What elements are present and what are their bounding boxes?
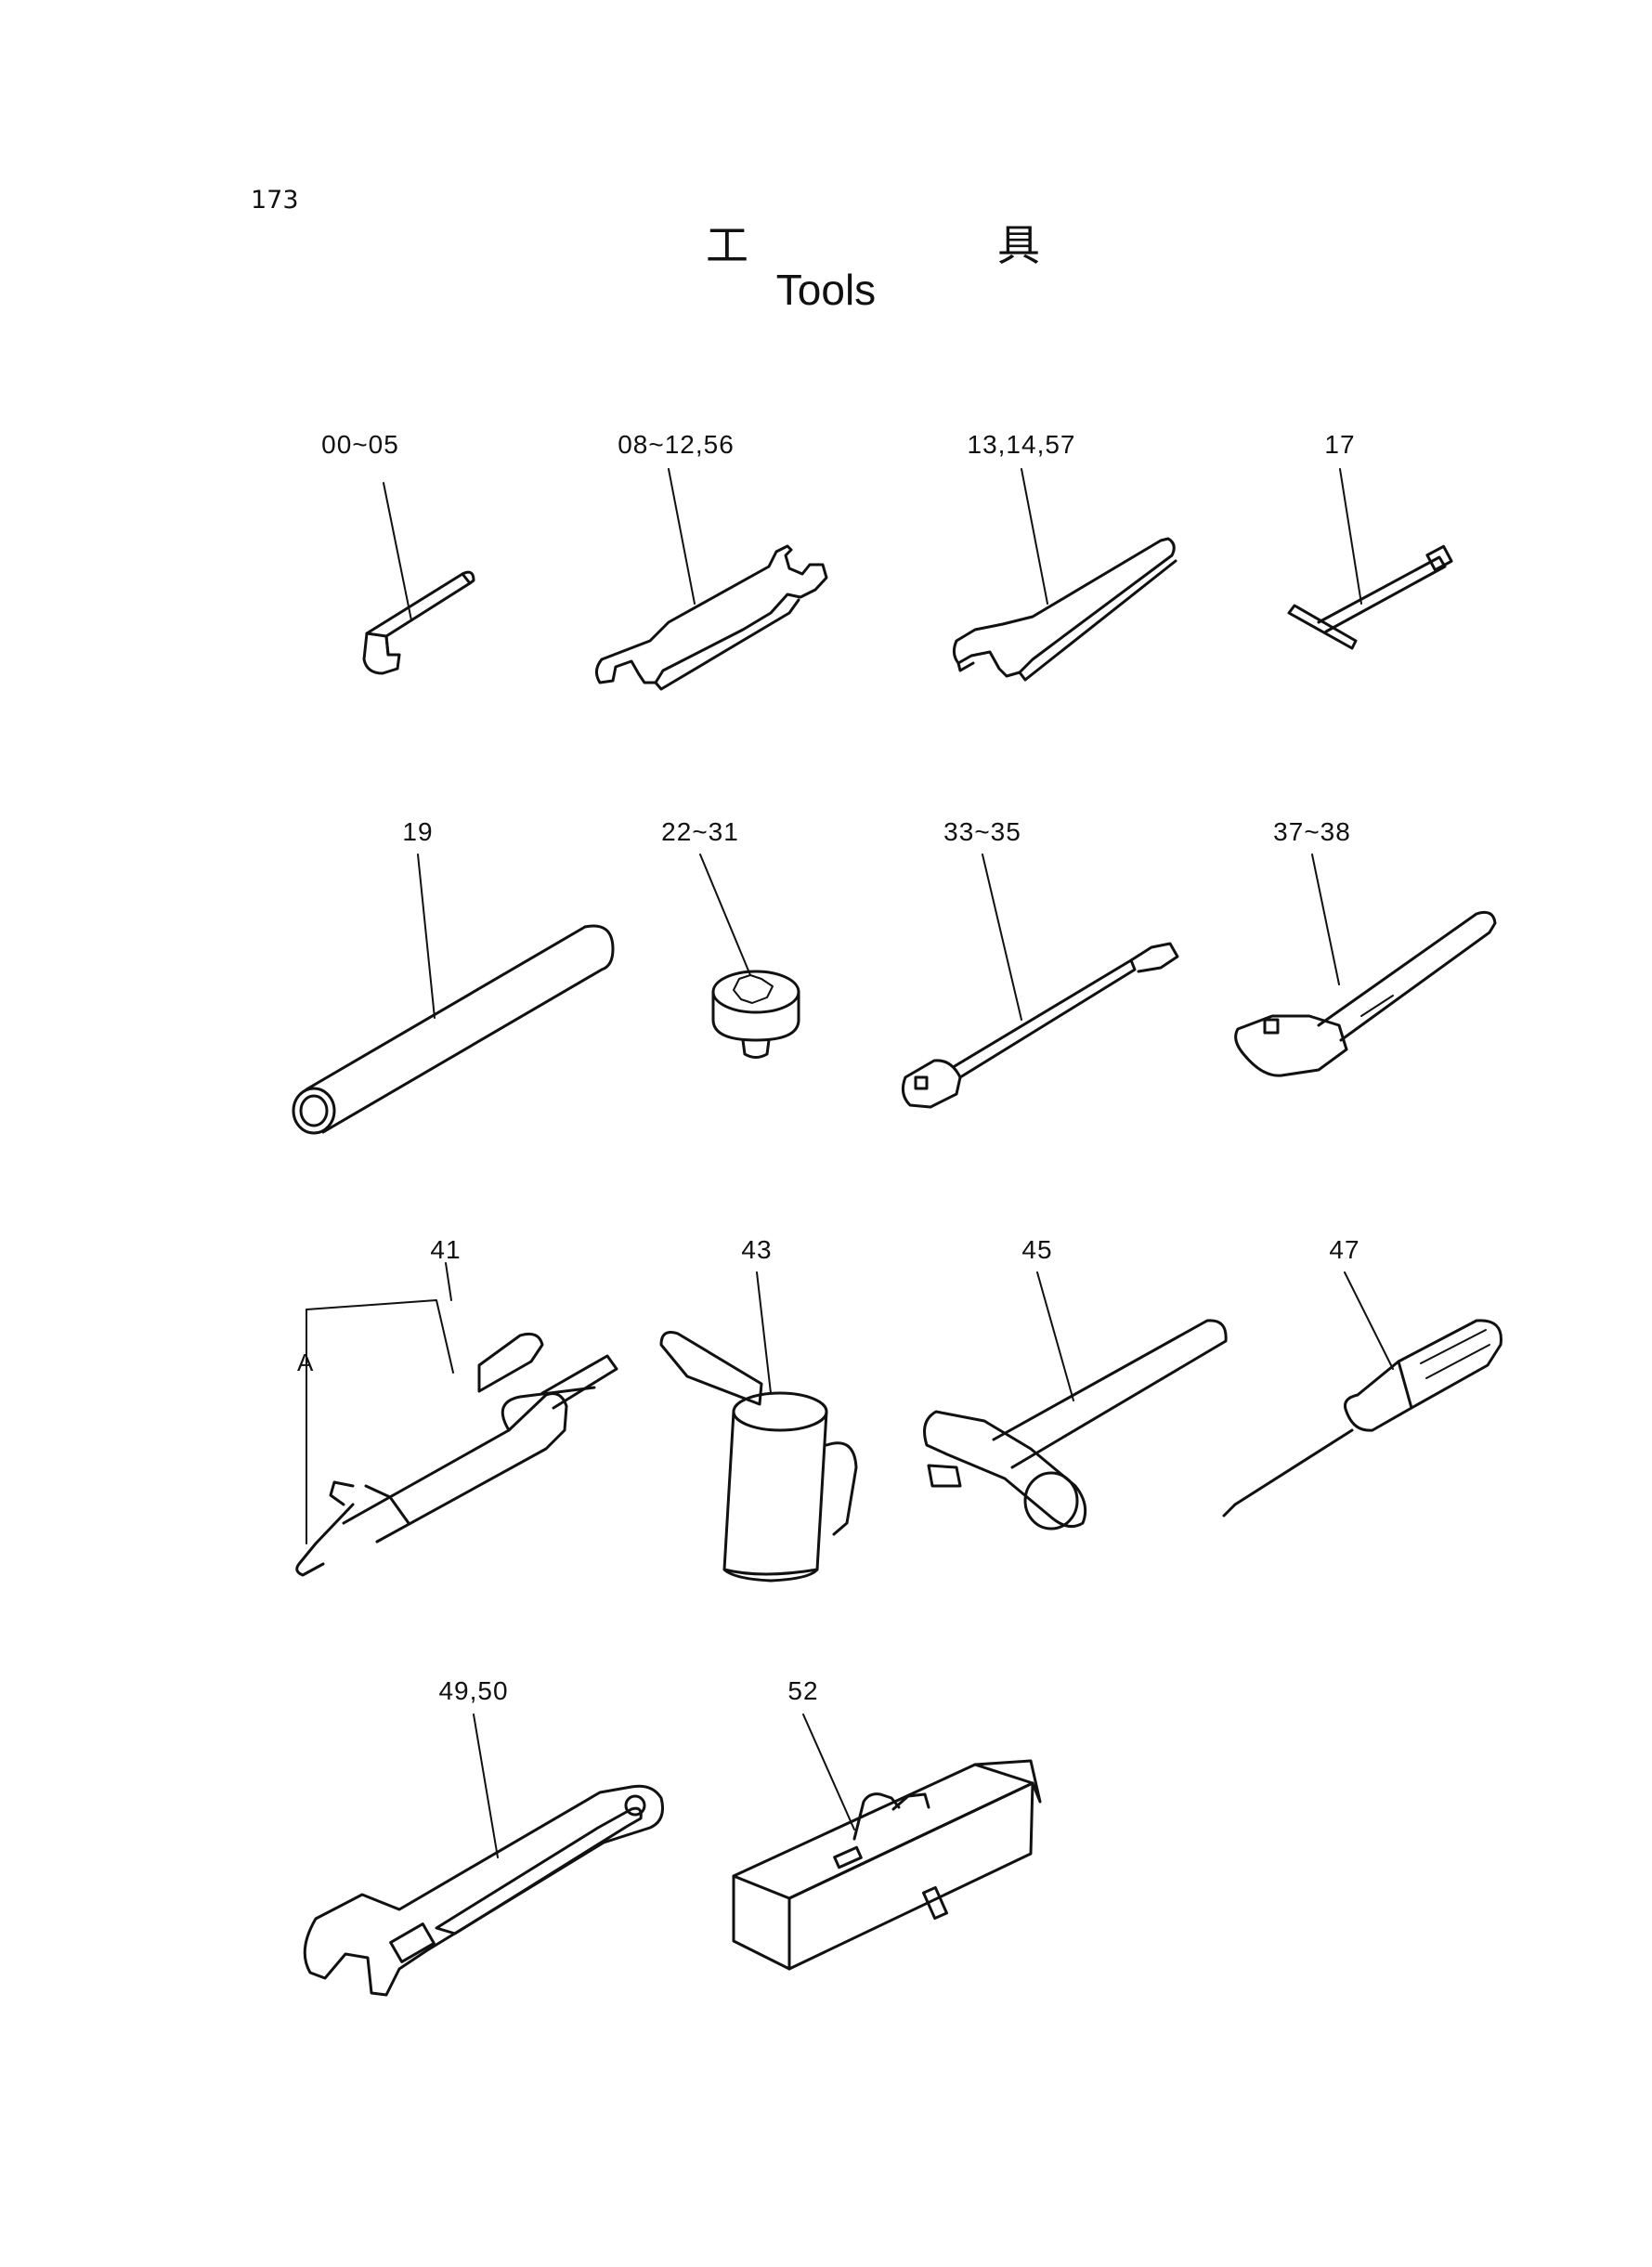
callout-double-open-wrench: 08~12,56: [618, 430, 735, 459]
callout-extension-bar: 33~35: [943, 817, 1021, 846]
adjustable-wrench-drawing: [303, 1713, 664, 1997]
hammer-drawing: [923, 1271, 1228, 1531]
callout-hammer: 45: [1021, 1235, 1053, 1264]
tool-box-drawing: [732, 1713, 1042, 1971]
oil-can-drawing: [659, 1271, 858, 1583]
extension-bar-drawing: [901, 853, 1179, 1109]
callout-tool-box: 52: [787, 1676, 819, 1705]
single-open-wrench-drawing: [952, 468, 1177, 682]
page-title: Tools: [775, 266, 877, 314]
callout-pipe: 19: [402, 817, 434, 846]
double-open-wrench-drawing: [595, 468, 828, 691]
callout-grease-gun: 41: [430, 1235, 462, 1264]
hex-key-drawing: [362, 482, 475, 675]
grease-gun-drawing: [295, 1262, 618, 1577]
page-title-japanese: 工 具: [706, 212, 1040, 273]
socket-drawing: [699, 853, 800, 1059]
ratchet-handle-drawing: [1234, 853, 1497, 1077]
callout-adjustable-wrench: 49,50: [438, 1676, 509, 1705]
callout-t-handle-wrench: 17: [1324, 430, 1356, 459]
title-jp-char-2: 具: [997, 220, 1040, 270]
pipe-drawing: [292, 853, 615, 1135]
title-jp-char-1: 工: [706, 220, 748, 270]
callout-screwdriver: 47: [1329, 1235, 1360, 1264]
screwdriver-drawing: [1222, 1271, 1502, 1518]
callout-oil-can: 43: [741, 1235, 773, 1264]
callout-hex-key: 00~05: [321, 430, 399, 459]
t-handle-wrench-drawing: [1287, 468, 1453, 650]
grease-gun-subpart-label: A: [297, 1348, 314, 1376]
callout-single-open-wrench: 13,14,57: [967, 430, 1076, 459]
page-number: 173: [251, 186, 299, 215]
callout-socket: 22~31: [661, 817, 739, 846]
callout-ratchet-handle: 37~38: [1273, 817, 1351, 846]
